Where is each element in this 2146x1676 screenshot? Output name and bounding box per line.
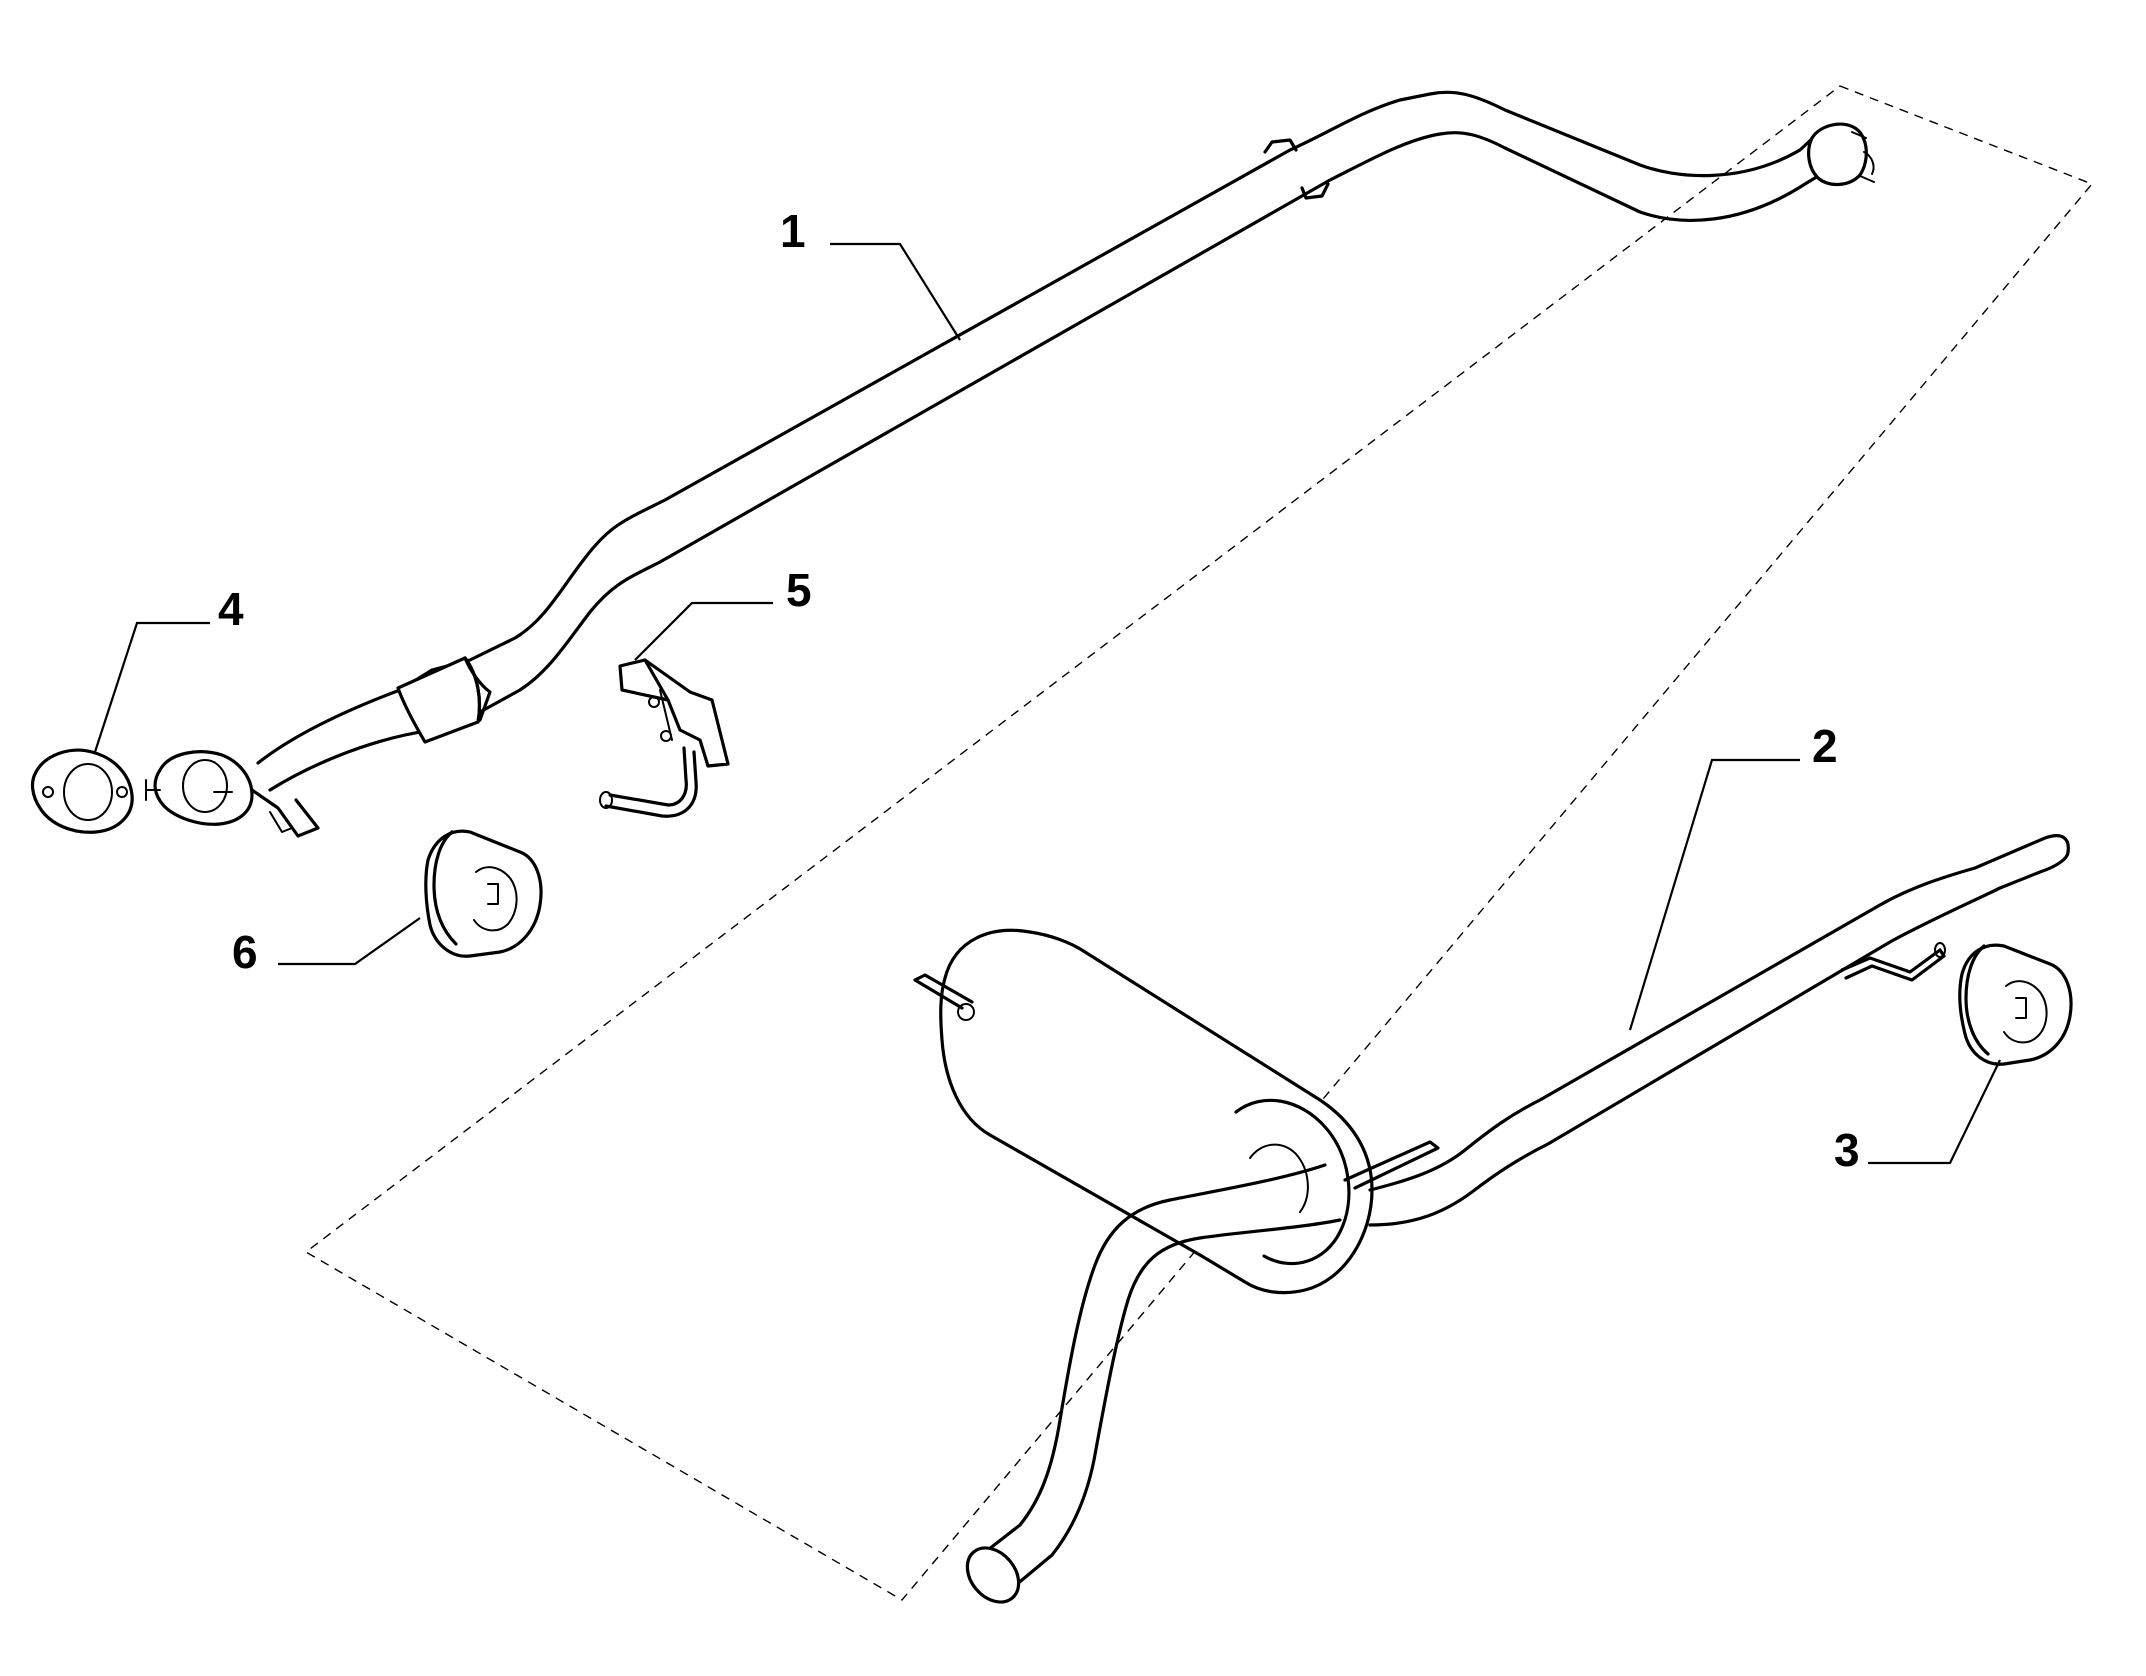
part-1-front-pipe (145, 90, 1875, 838)
assembly-boundary (304, 85, 2094, 1601)
leader-5 (634, 601, 773, 661)
callout-3: 3 (1834, 1124, 1860, 1176)
callout-6: 6 (232, 926, 258, 978)
part-3-rubber-mount (1958, 943, 2073, 1066)
part-2-muffler-tailpipe (913, 834, 2070, 1604)
leader-6 (278, 917, 421, 966)
leader-2 (1628, 758, 1800, 1031)
part-4-gasket (30, 748, 134, 834)
leader-1 (830, 242, 961, 341)
callout-4: 4 (218, 583, 244, 635)
callout-2: 2 (1812, 720, 1838, 772)
part-5-bracket (599, 658, 730, 818)
callout-5: 5 (786, 564, 812, 616)
callout-1: 1 (780, 205, 806, 257)
leader-4 (93, 621, 210, 753)
part-6-rubber-mount (424, 829, 543, 958)
leader-3 (1868, 1059, 2001, 1165)
